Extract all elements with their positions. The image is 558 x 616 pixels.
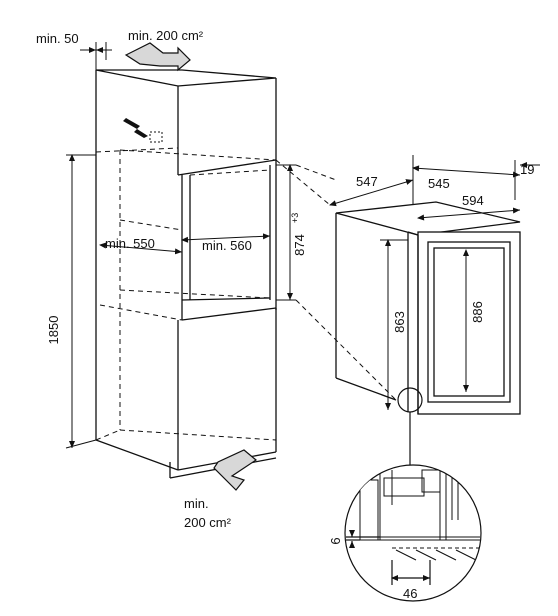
appliance-height-door-label: 886	[470, 301, 485, 323]
bottom-vent-label-line1: min.	[184, 496, 209, 511]
cabinet-dimension-lines	[65, 42, 296, 449]
niche-height-tolerance: +3	[290, 213, 300, 223]
appliance-depth-body-label: 545	[428, 176, 450, 191]
tall-cabinet	[95, 69, 277, 479]
door-offset-label: 19	[520, 162, 534, 177]
appliance-depth-total-label: 547	[356, 174, 378, 189]
top-clearance-label: min. 50	[36, 31, 79, 46]
cabinet-height-label: 1850	[46, 316, 61, 345]
top-vent-label: min. 200 cm²	[128, 28, 204, 43]
appliance-width-label: 594	[462, 193, 484, 208]
niche-width-label: min. 550	[105, 236, 155, 251]
bottom-vent-label-line2: 200 cm²	[184, 515, 232, 530]
niche-depth-label: min. 560	[202, 238, 252, 253]
detail-callout	[344, 387, 482, 602]
appliance-height-body-label: 863	[392, 311, 407, 333]
airflow-arrow-icon	[124, 42, 191, 72]
detail-width-label: 46	[403, 586, 417, 601]
cabinet-hidden-edges	[95, 147, 277, 441]
detail-gap-label: 6	[328, 537, 343, 544]
appliance-dimension-lines	[275, 155, 540, 410]
niche-height-label: 874	[292, 234, 307, 256]
appliance	[335, 201, 521, 415]
electrical-connection-icon	[123, 118, 163, 143]
airflow-arrow-icon	[213, 449, 258, 491]
